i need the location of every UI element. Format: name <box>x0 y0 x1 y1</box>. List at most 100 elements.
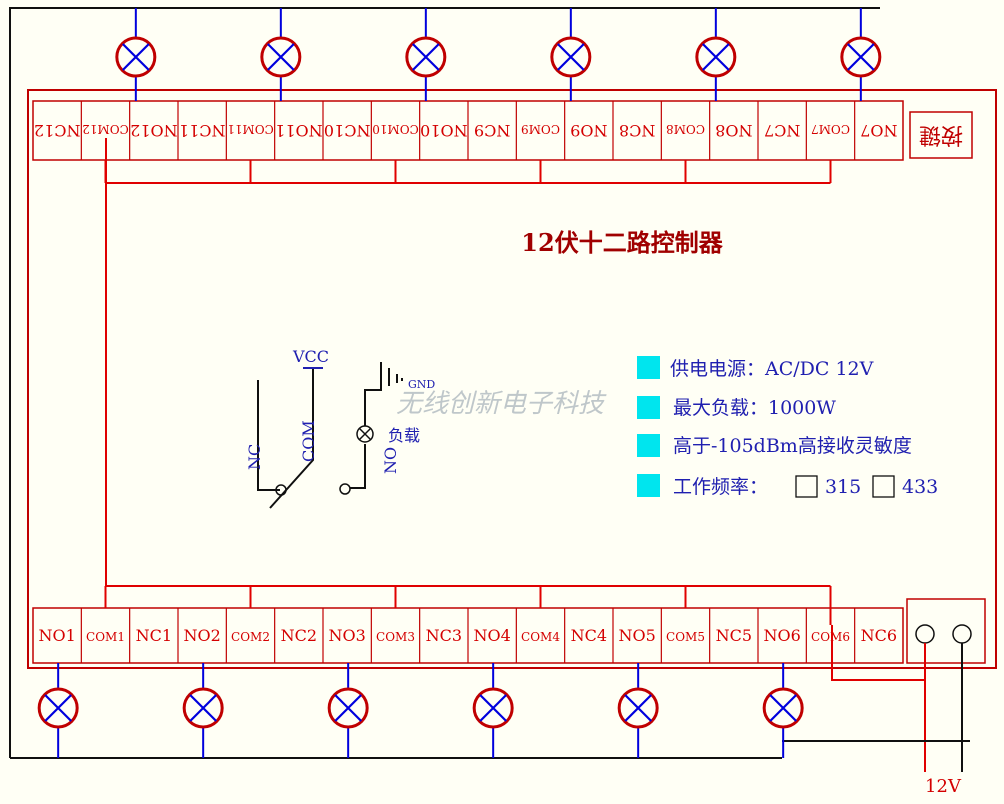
lamp-x-icon <box>189 694 217 722</box>
load-lamp-x-icon <box>358 427 372 441</box>
lamp-icon <box>617 687 659 729</box>
power-red-wire <box>831 625 926 772</box>
terminal-no3: NO3 <box>329 626 366 645</box>
lamp-x-icon <box>334 694 362 722</box>
lamp-loads <box>37 8 882 758</box>
no-label: NO <box>381 447 400 474</box>
lamp-icon <box>115 36 157 78</box>
feature-list: 供电电源：AC/DC 12V 最大负载：1000W 高于-105dBm高接收灵敏… <box>637 356 938 498</box>
lamp-x-icon <box>624 694 652 722</box>
terminal-nc11: NC11 <box>179 121 226 140</box>
lamp-icon <box>182 687 224 729</box>
terminal-com12: COM12 <box>82 122 129 136</box>
feature-max-load: 最大负载：1000W <box>673 397 836 419</box>
terminal-com10: COM10 <box>372 122 419 136</box>
terminal-nc2: NC2 <box>281 626 317 645</box>
relay-schematic: VCC NC COM GND 负载 NO <box>245 347 435 509</box>
terminal-nc8: NC8 <box>619 121 655 140</box>
terminal-nc7: NC7 <box>764 121 800 140</box>
lamp-x-icon <box>122 43 150 71</box>
load-wire <box>350 362 382 489</box>
terminal-com3: COM3 <box>376 630 415 644</box>
frequency-label-315: 315 <box>825 476 861 498</box>
terminal-nc4: NC4 <box>571 626 607 645</box>
load-label: 负载 <box>388 426 420 445</box>
gnd-symbol <box>380 368 403 390</box>
terminal-com2: COM2 <box>231 630 270 644</box>
terminal-com1: COM1 <box>86 630 125 644</box>
lamp-x-icon <box>267 43 295 71</box>
terminal-com8: COM8 <box>666 122 705 136</box>
terminal-no11: NO11 <box>275 121 322 140</box>
feature-sensitivity: 高于-105dBm高接收灵敏度 <box>673 435 912 457</box>
terminal-nc6: NC6 <box>861 626 897 645</box>
terminal-com9: COM9 <box>521 122 560 136</box>
no-contact-dot <box>339 483 351 495</box>
lamp-x-icon <box>702 43 730 71</box>
lamp-icon <box>405 36 447 78</box>
feature-bullet <box>637 396 660 419</box>
bottom-terminal-cells: NO1 COM1 NC1 NO2 COM2 NC2 NO3 COM3 NC3 NO4 COM4 NC4… <box>39 608 897 663</box>
terminal-nc5: NC5 <box>716 626 752 645</box>
terminal-no6: NO6 <box>764 626 801 645</box>
terminal-com11: COM11 <box>227 122 274 136</box>
top-com-bus <box>104 160 832 184</box>
terminal-com6: COM6 <box>811 630 850 644</box>
watermark: 无线创新电子科技 <box>396 389 607 419</box>
gnd-label: GND <box>408 378 435 391</box>
button-box[interactable] <box>909 111 973 159</box>
nc-contact-line <box>257 380 280 491</box>
lamp-x-icon <box>412 43 440 71</box>
lamp-x-icon <box>44 694 72 722</box>
lamp-icon <box>37 687 79 729</box>
com-label: COM <box>299 420 318 462</box>
feature-bullet <box>637 356 660 379</box>
lamp-x-icon <box>847 43 875 71</box>
terminal-nc12: NC12 <box>34 121 81 140</box>
feature-bullet <box>637 434 660 457</box>
terminal-no12: NO12 <box>130 121 177 140</box>
terminal-no1: NO1 <box>39 626 76 645</box>
terminal-no5: NO5 <box>619 626 656 645</box>
terminal-nc10: NC10 <box>324 121 371 140</box>
button-label: 按键 <box>919 122 963 147</box>
terminal-no4: NO4 <box>474 626 511 645</box>
power-screw-negative <box>952 624 972 644</box>
lamp-x-icon <box>479 694 507 722</box>
power-black-wire <box>782 643 970 772</box>
lamp-icon <box>762 687 804 729</box>
load-lamp-icon <box>356 425 374 443</box>
outer-loop-wire <box>9 7 880 758</box>
frequency-label-433: 433 <box>902 476 938 498</box>
terminal-com4: COM4 <box>521 630 560 644</box>
lamp-icon <box>472 687 514 729</box>
terminal-no8: NO8 <box>715 121 752 140</box>
feature-power: 供电电源：AC/DC 12V <box>670 358 874 380</box>
nc-label: NC <box>245 444 264 470</box>
terminal-no9: NO9 <box>570 121 607 140</box>
frequency-checkbox-315[interactable] <box>795 475 818 498</box>
terminal-nc3: NC3 <box>426 626 462 645</box>
lamp-icon <box>260 36 302 78</box>
feature-bullet <box>637 474 660 497</box>
lamp-icon <box>840 36 882 78</box>
lamp-icon <box>550 36 592 78</box>
lamp-x-icon <box>557 43 585 71</box>
lamp-x-icon <box>769 694 797 722</box>
terminal-com5: COM5 <box>666 630 705 644</box>
terminal-no2: NO2 <box>184 626 221 645</box>
lamp-icon <box>327 687 369 729</box>
vcc-label: VCC <box>292 347 329 366</box>
power-terminal <box>906 598 986 664</box>
bottom-com-bus <box>104 585 832 625</box>
com-contact-line <box>269 368 314 509</box>
lamp-icon <box>695 36 737 78</box>
terminal-com7: COM7 <box>811 122 850 136</box>
terminal-no10: NO10 <box>420 121 467 140</box>
terminal-nc1: NC1 <box>136 626 172 645</box>
terminal-no7: NO7 <box>860 121 897 140</box>
power-screw-positive <box>915 624 935 644</box>
frequency-checkbox-433[interactable] <box>872 475 895 498</box>
